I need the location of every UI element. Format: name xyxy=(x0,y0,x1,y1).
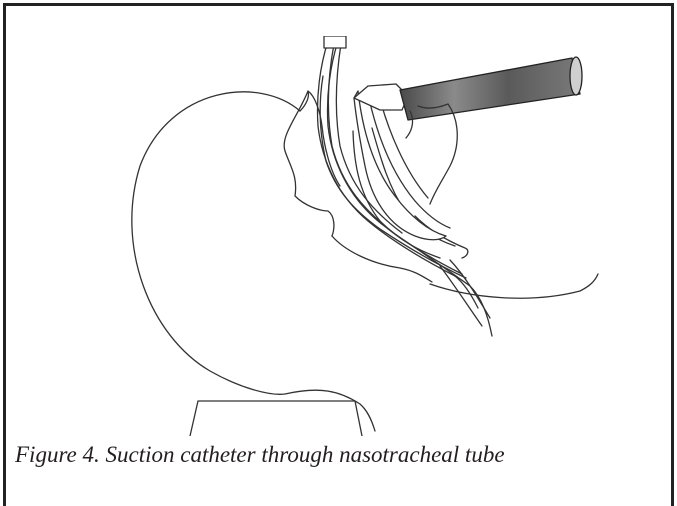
laryngoscope-handle xyxy=(400,58,580,120)
head-outline xyxy=(132,92,375,431)
jaw xyxy=(332,236,432,282)
head-support xyxy=(190,401,362,436)
catheter-connector xyxy=(324,36,346,48)
laryngoscope-hinge xyxy=(354,84,408,110)
suction-catheter-illustration xyxy=(110,36,610,436)
nose xyxy=(308,91,340,186)
chin xyxy=(430,104,457,204)
figure-caption: Figure 4. Suction catheter through nasot… xyxy=(15,442,505,468)
